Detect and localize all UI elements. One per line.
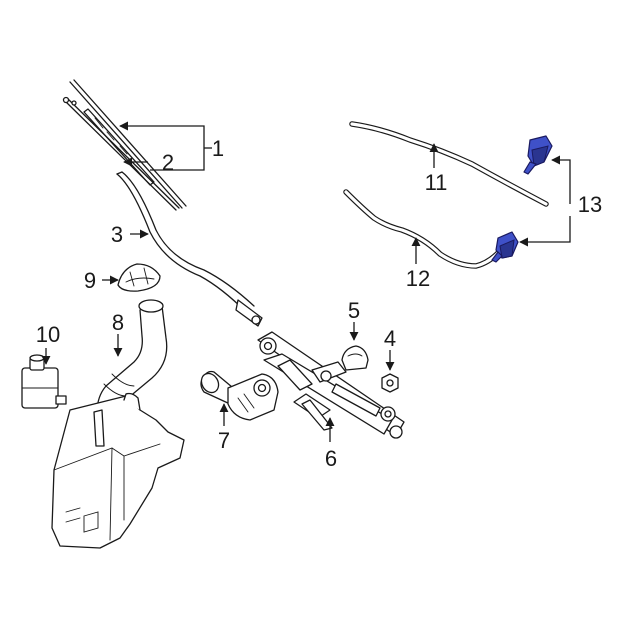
- callout-labels: 1 2 3 4 5 6 7 8 9 10 11 12 13: [36, 136, 602, 471]
- callout-2: 2: [162, 150, 174, 175]
- pivot-cap-part: [117, 263, 161, 292]
- callout-13: 13: [578, 192, 602, 217]
- wiper-blade-part: [69, 79, 187, 209]
- wiper-motor-part: [200, 370, 279, 421]
- washer-hose-upper-part: [349, 121, 549, 207]
- callout-9: 9: [84, 268, 96, 293]
- callout-12: 12: [406, 266, 430, 291]
- callout-6: 6: [325, 446, 337, 471]
- pivot-nut-part: [381, 373, 399, 393]
- callout-1: 1: [212, 136, 224, 161]
- linkage-cap-part: [341, 345, 369, 371]
- wiper-linkage-part: [257, 331, 405, 439]
- callout-3: 3: [111, 222, 123, 247]
- callout-8: 8: [112, 310, 124, 335]
- leader-lines: [41, 121, 571, 442]
- washer-nozzle-upper-part: [523, 135, 553, 175]
- callout-10: 10: [36, 322, 60, 347]
- callout-11: 11: [425, 170, 448, 195]
- blade-refill-part: [62, 96, 180, 211]
- washer-pump-part: [21, 354, 67, 409]
- washer-reservoir-part: [51, 299, 185, 549]
- callout-5: 5: [348, 298, 360, 323]
- callout-4: 4: [384, 326, 396, 351]
- callout-7: 7: [218, 428, 230, 453]
- wiper-arm-part: [116, 171, 263, 327]
- washer-hose-lower-part: [343, 189, 507, 269]
- washer-nozzle-lower-part: [491, 231, 519, 263]
